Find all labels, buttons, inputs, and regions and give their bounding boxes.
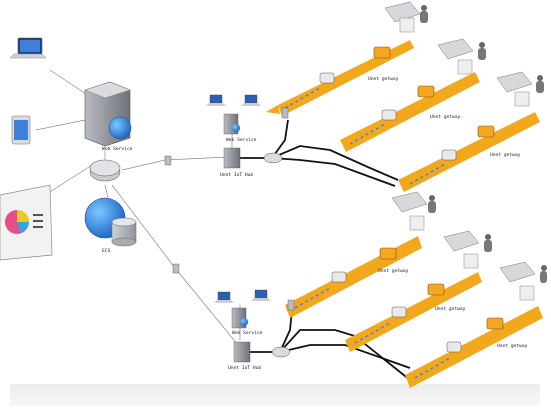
sensor-icon (319, 72, 335, 84)
gateway-bands (266, 40, 543, 388)
server-icon (223, 147, 241, 169)
band-3 (398, 112, 540, 192)
worker-icon (536, 75, 544, 93)
hub-bottom-label: Unet IoT Hub (228, 365, 261, 371)
client-links (35, 69, 241, 346)
band-1 (266, 40, 414, 116)
ws-bottom-laptops (214, 289, 271, 329)
router-icon (263, 152, 283, 164)
gateway-icon (477, 125, 495, 138)
floor-shadow (10, 384, 540, 406)
factory-icon (443, 230, 480, 269)
router-icon (271, 346, 291, 358)
worker-icon (540, 265, 547, 283)
band-2 (340, 72, 480, 152)
server-icon (231, 307, 248, 329)
link-node-icon (281, 107, 289, 119)
factory-icon (496, 71, 533, 107)
gw4-label: Unet getway (378, 268, 409, 274)
sensor-icon (391, 306, 407, 318)
band-4 (285, 236, 422, 318)
worker-icon (420, 5, 428, 23)
hub-top-label: Unet IoT Hub (220, 172, 253, 178)
database-icon (111, 217, 137, 247)
gw6-label: Unet getway (497, 343, 528, 349)
ws-bottom-label: Web Service (232, 330, 263, 336)
gateway-icon (373, 46, 391, 59)
gateway-icon (486, 317, 504, 330)
server-icon (233, 341, 251, 363)
server-icon (223, 113, 240, 135)
ws-top-label: Web Service (226, 137, 257, 143)
laptop-icon (214, 291, 234, 303)
data-flow-arrows (284, 87, 451, 379)
band-5 (345, 272, 482, 352)
gateway-icon (427, 283, 445, 296)
laptop-icon (241, 94, 261, 106)
factory-icon (499, 261, 536, 301)
link-node-icon (287, 299, 295, 311)
band-devices (319, 46, 504, 353)
gw3-label: Unet getway (490, 152, 521, 158)
factory-icon (391, 191, 428, 231)
worker-icon (428, 195, 436, 213)
worker-icon (484, 234, 492, 252)
gw2-label: Unet getway (430, 114, 461, 120)
link-node-icon (172, 263, 180, 274)
laptop-icon (251, 289, 271, 301)
ecs-label: ECS (102, 248, 111, 254)
worker-icon (478, 42, 486, 60)
factory-icon (437, 38, 474, 75)
gw5-label: Unet getway (435, 306, 466, 312)
sensor-icon (441, 149, 457, 161)
globe-icon (108, 116, 132, 140)
router-icon (89, 159, 121, 182)
tablet-icon (11, 115, 31, 145)
factory-icon (384, 1, 421, 33)
dashboard-icon (0, 184, 53, 261)
gw1-label: Unet getway (368, 76, 399, 82)
web-service-label: Web Service (102, 146, 133, 152)
band-6 (405, 306, 543, 388)
gateway-icon (379, 247, 397, 260)
sensor-icon (381, 109, 397, 121)
ws-top-laptops (206, 94, 261, 135)
sensor-icon (446, 341, 462, 353)
laptop-icon (206, 94, 226, 106)
factory-sites (384, 1, 547, 301)
link-node-icon (164, 155, 172, 166)
gateway-icon (417, 85, 435, 98)
laptop-icon (9, 37, 47, 59)
sensor-icon (331, 271, 347, 283)
